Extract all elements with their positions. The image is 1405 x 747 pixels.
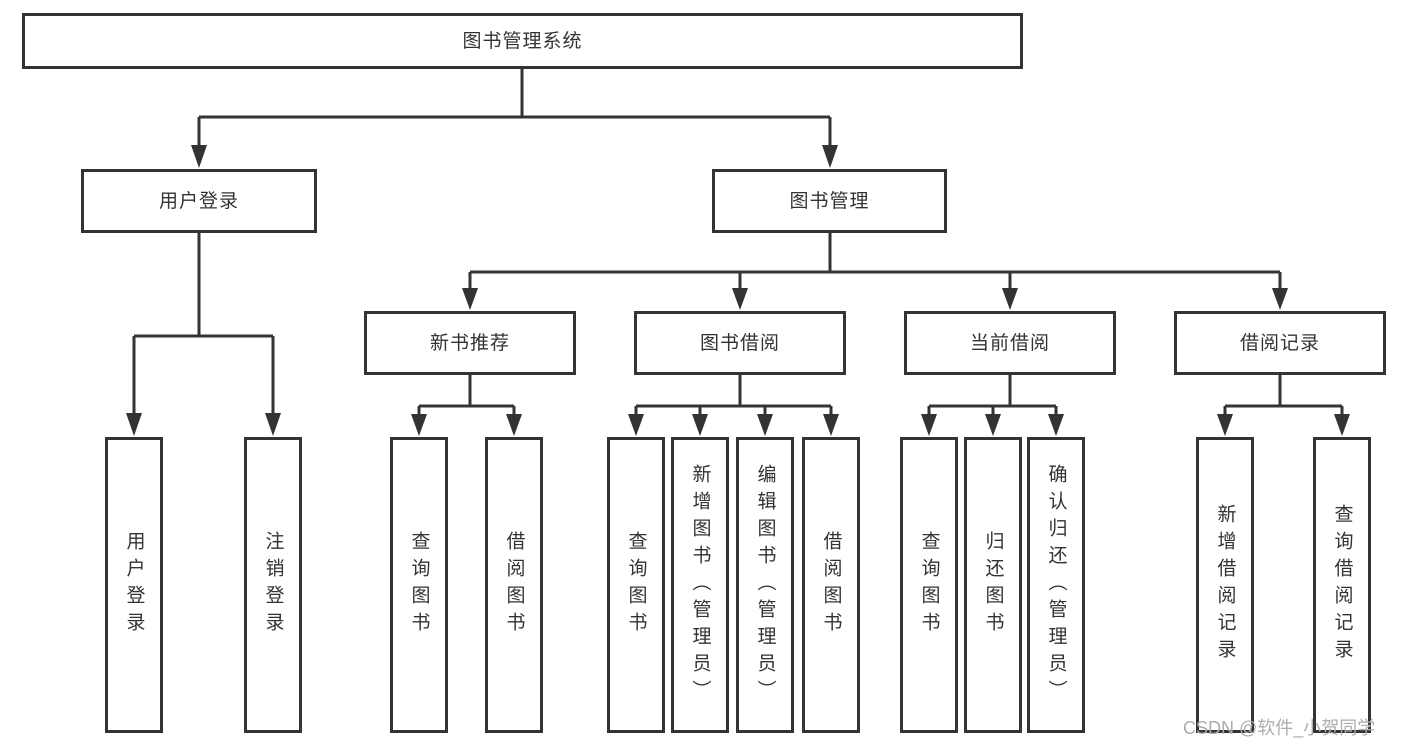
leaf-logout: 注销登录 — [244, 437, 302, 733]
arrow-down-icon — [191, 145, 207, 168]
connector-root-to-level2 — [197, 69, 832, 147]
node-label: 借阅图书 — [820, 531, 842, 639]
node-label: 查询图书 — [918, 531, 940, 639]
node-borrow-records: 借阅记录 — [1174, 311, 1386, 375]
node-book-borrowing: 图书借阅 — [634, 311, 846, 375]
node-label: 用户登录 — [123, 531, 145, 639]
arrow-down-icon — [822, 145, 838, 168]
node-user-login: 用户登录 — [81, 169, 317, 233]
arrow-down-icon — [462, 288, 478, 310]
connector-login-to-leaves — [132, 233, 275, 415]
node-label: 确认归还（管理员） — [1045, 463, 1067, 707]
connector-management-to-level3 — [468, 233, 1282, 289]
arrow-down-icon — [1002, 288, 1018, 310]
node-label: 查询图书 — [408, 531, 430, 639]
arrow-down-icon — [126, 413, 142, 436]
arrow-down-icon — [506, 414, 522, 436]
leaf-add-borrow-record: 新增借阅记录 — [1196, 437, 1254, 733]
node-new-book-recommend: 新书推荐 — [364, 311, 576, 375]
connector-recommend-to-leaves — [417, 375, 516, 416]
connector-current-to-leaves — [927, 375, 1058, 416]
watermark: CSDN @软件_小贺同学 — [1183, 718, 1376, 738]
arrow-down-icon — [1334, 414, 1350, 436]
arrow-down-icon — [921, 414, 937, 436]
node-label: 图书管理系统 — [462, 30, 583, 52]
leaf-add-book-admin: 新增图书（管理员） — [671, 437, 729, 733]
node-label: 新增借阅记录 — [1214, 504, 1236, 666]
node-label: 归还图书 — [982, 531, 1004, 639]
leaf-user-login: 用户登录 — [105, 437, 163, 733]
node-label: 借阅图书 — [503, 531, 525, 639]
leaf-query-book-current: 查询图书 — [900, 437, 958, 733]
leaf-query-borrow-record: 查询借阅记录 — [1313, 437, 1371, 733]
arrow-down-icon — [411, 414, 427, 436]
leaf-query-book-borrow: 查询图书 — [607, 437, 665, 733]
node-book-management: 图书管理 — [712, 169, 947, 233]
leaf-borrow-book-recommend: 借阅图书 — [485, 437, 543, 733]
connector-records-to-leaves — [1223, 375, 1344, 416]
node-label: 用户登录 — [158, 190, 239, 212]
node-label: 新增图书（管理员） — [689, 463, 711, 707]
node-label: 新书推荐 — [429, 332, 510, 354]
node-current-borrowing: 当前借阅 — [904, 311, 1116, 375]
node-label: 当前借阅 — [969, 332, 1050, 354]
node-label: 查询图书 — [625, 531, 647, 639]
arrow-down-icon — [732, 288, 748, 310]
arrow-down-icon — [1048, 414, 1064, 436]
arrow-down-icon — [1272, 288, 1288, 310]
node-label: 查询借阅记录 — [1331, 504, 1353, 666]
leaf-query-book-recommend: 查询图书 — [390, 437, 448, 733]
arrow-down-icon — [628, 414, 644, 436]
arrow-down-icon — [985, 414, 1001, 436]
leaf-edit-book-admin: 编辑图书（管理员） — [736, 437, 794, 733]
node-label: 借阅记录 — [1239, 332, 1320, 354]
leaf-borrow-book: 借阅图书 — [802, 437, 860, 733]
leaf-confirm-return-admin: 确认归还（管理员） — [1027, 437, 1085, 733]
node-label: 图书管理 — [789, 190, 870, 212]
arrow-down-icon — [757, 414, 773, 436]
node-label: 图书借阅 — [699, 332, 780, 354]
leaf-return-book: 归还图书 — [964, 437, 1022, 733]
arrow-down-icon — [823, 414, 839, 436]
node-library-management-system: 图书管理系统 — [22, 13, 1023, 69]
arrow-down-icon — [265, 413, 281, 436]
arrow-down-icon — [1217, 414, 1233, 436]
arrow-down-icon — [692, 414, 708, 436]
connector-borrow-to-leaves — [634, 375, 833, 416]
node-label: 注销登录 — [262, 531, 284, 639]
node-label: 编辑图书（管理员） — [754, 463, 776, 707]
